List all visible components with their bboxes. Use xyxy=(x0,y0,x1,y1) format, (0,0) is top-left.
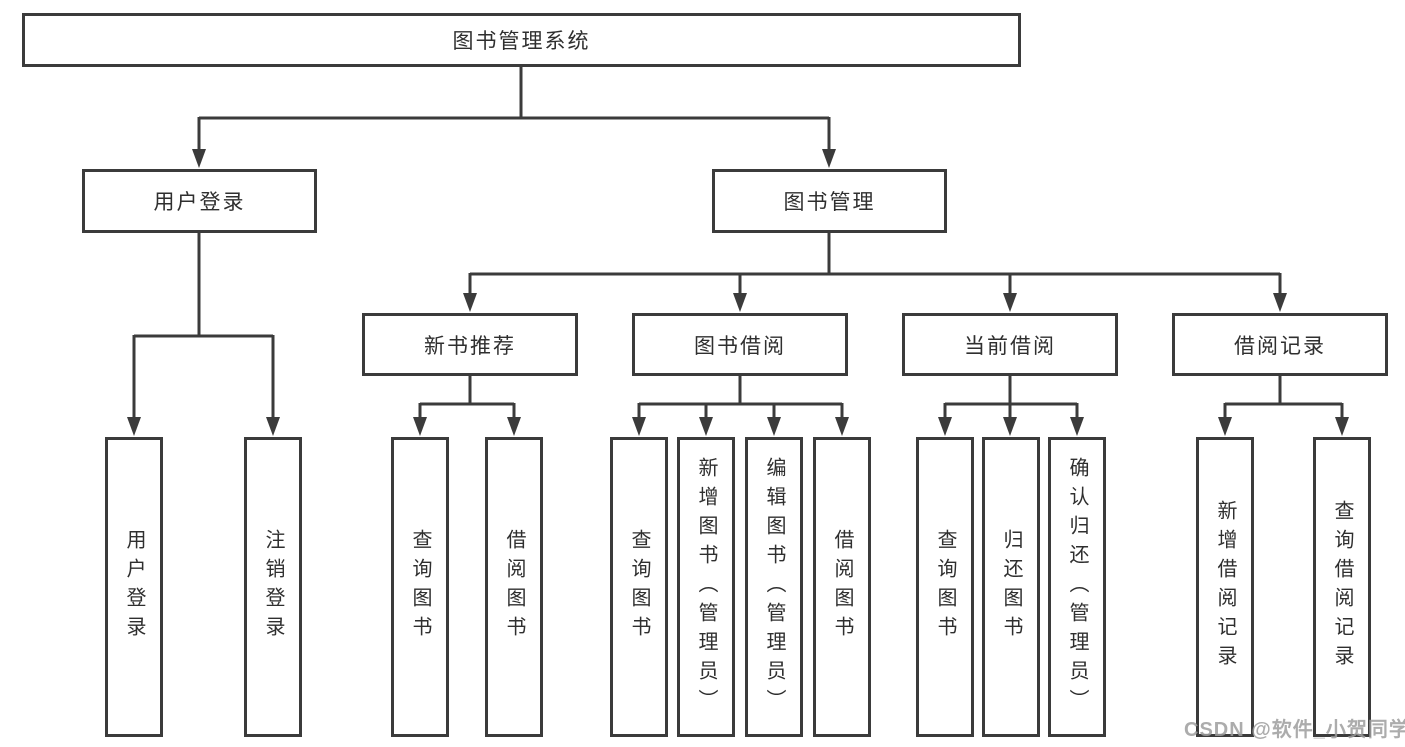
leaf-logout: 注销登录 xyxy=(244,437,302,737)
node-book-management: 图书管理 xyxy=(712,169,947,233)
leaf-bb-query-book: 查询图书 xyxy=(610,437,668,737)
connector-lines xyxy=(132,67,1344,419)
node-book-borrow: 图书借阅 xyxy=(632,313,848,376)
leaf-br-add-record: 新增借阅记录 xyxy=(1196,437,1254,737)
leaf-bb-borrow-book: 借阅图书 xyxy=(813,437,871,737)
node-new-book-recommend: 新书推荐 xyxy=(362,313,578,376)
node-borrow-records: 借阅记录 xyxy=(1172,313,1388,376)
node-root: 图书管理系统 xyxy=(22,13,1021,67)
csdn-watermark: CSDN @软件_小贺同学 xyxy=(1184,719,1405,741)
connector-arrowheads xyxy=(127,149,1349,436)
node-current-borrow: 当前借阅 xyxy=(902,313,1118,376)
node-user-login: 用户登录 xyxy=(82,169,317,233)
leaf-cb-confirm-return-admin: 确认归还（管理员） xyxy=(1048,437,1106,737)
leaf-nbr-query-book: 查询图书 xyxy=(391,437,449,737)
leaf-user-login: 用户登录 xyxy=(105,437,163,737)
leaf-br-query-record: 查询借阅记录 xyxy=(1313,437,1371,737)
leaf-cb-return-book: 归还图书 xyxy=(982,437,1040,737)
leaf-bb-add-book-admin: 新增图书（管理员） xyxy=(677,437,735,737)
leaf-cb-query-book: 查询图书 xyxy=(916,437,974,737)
leaf-bb-edit-book-admin: 编辑图书（管理员） xyxy=(745,437,803,737)
leaf-nbr-borrow-book: 借阅图书 xyxy=(485,437,543,737)
